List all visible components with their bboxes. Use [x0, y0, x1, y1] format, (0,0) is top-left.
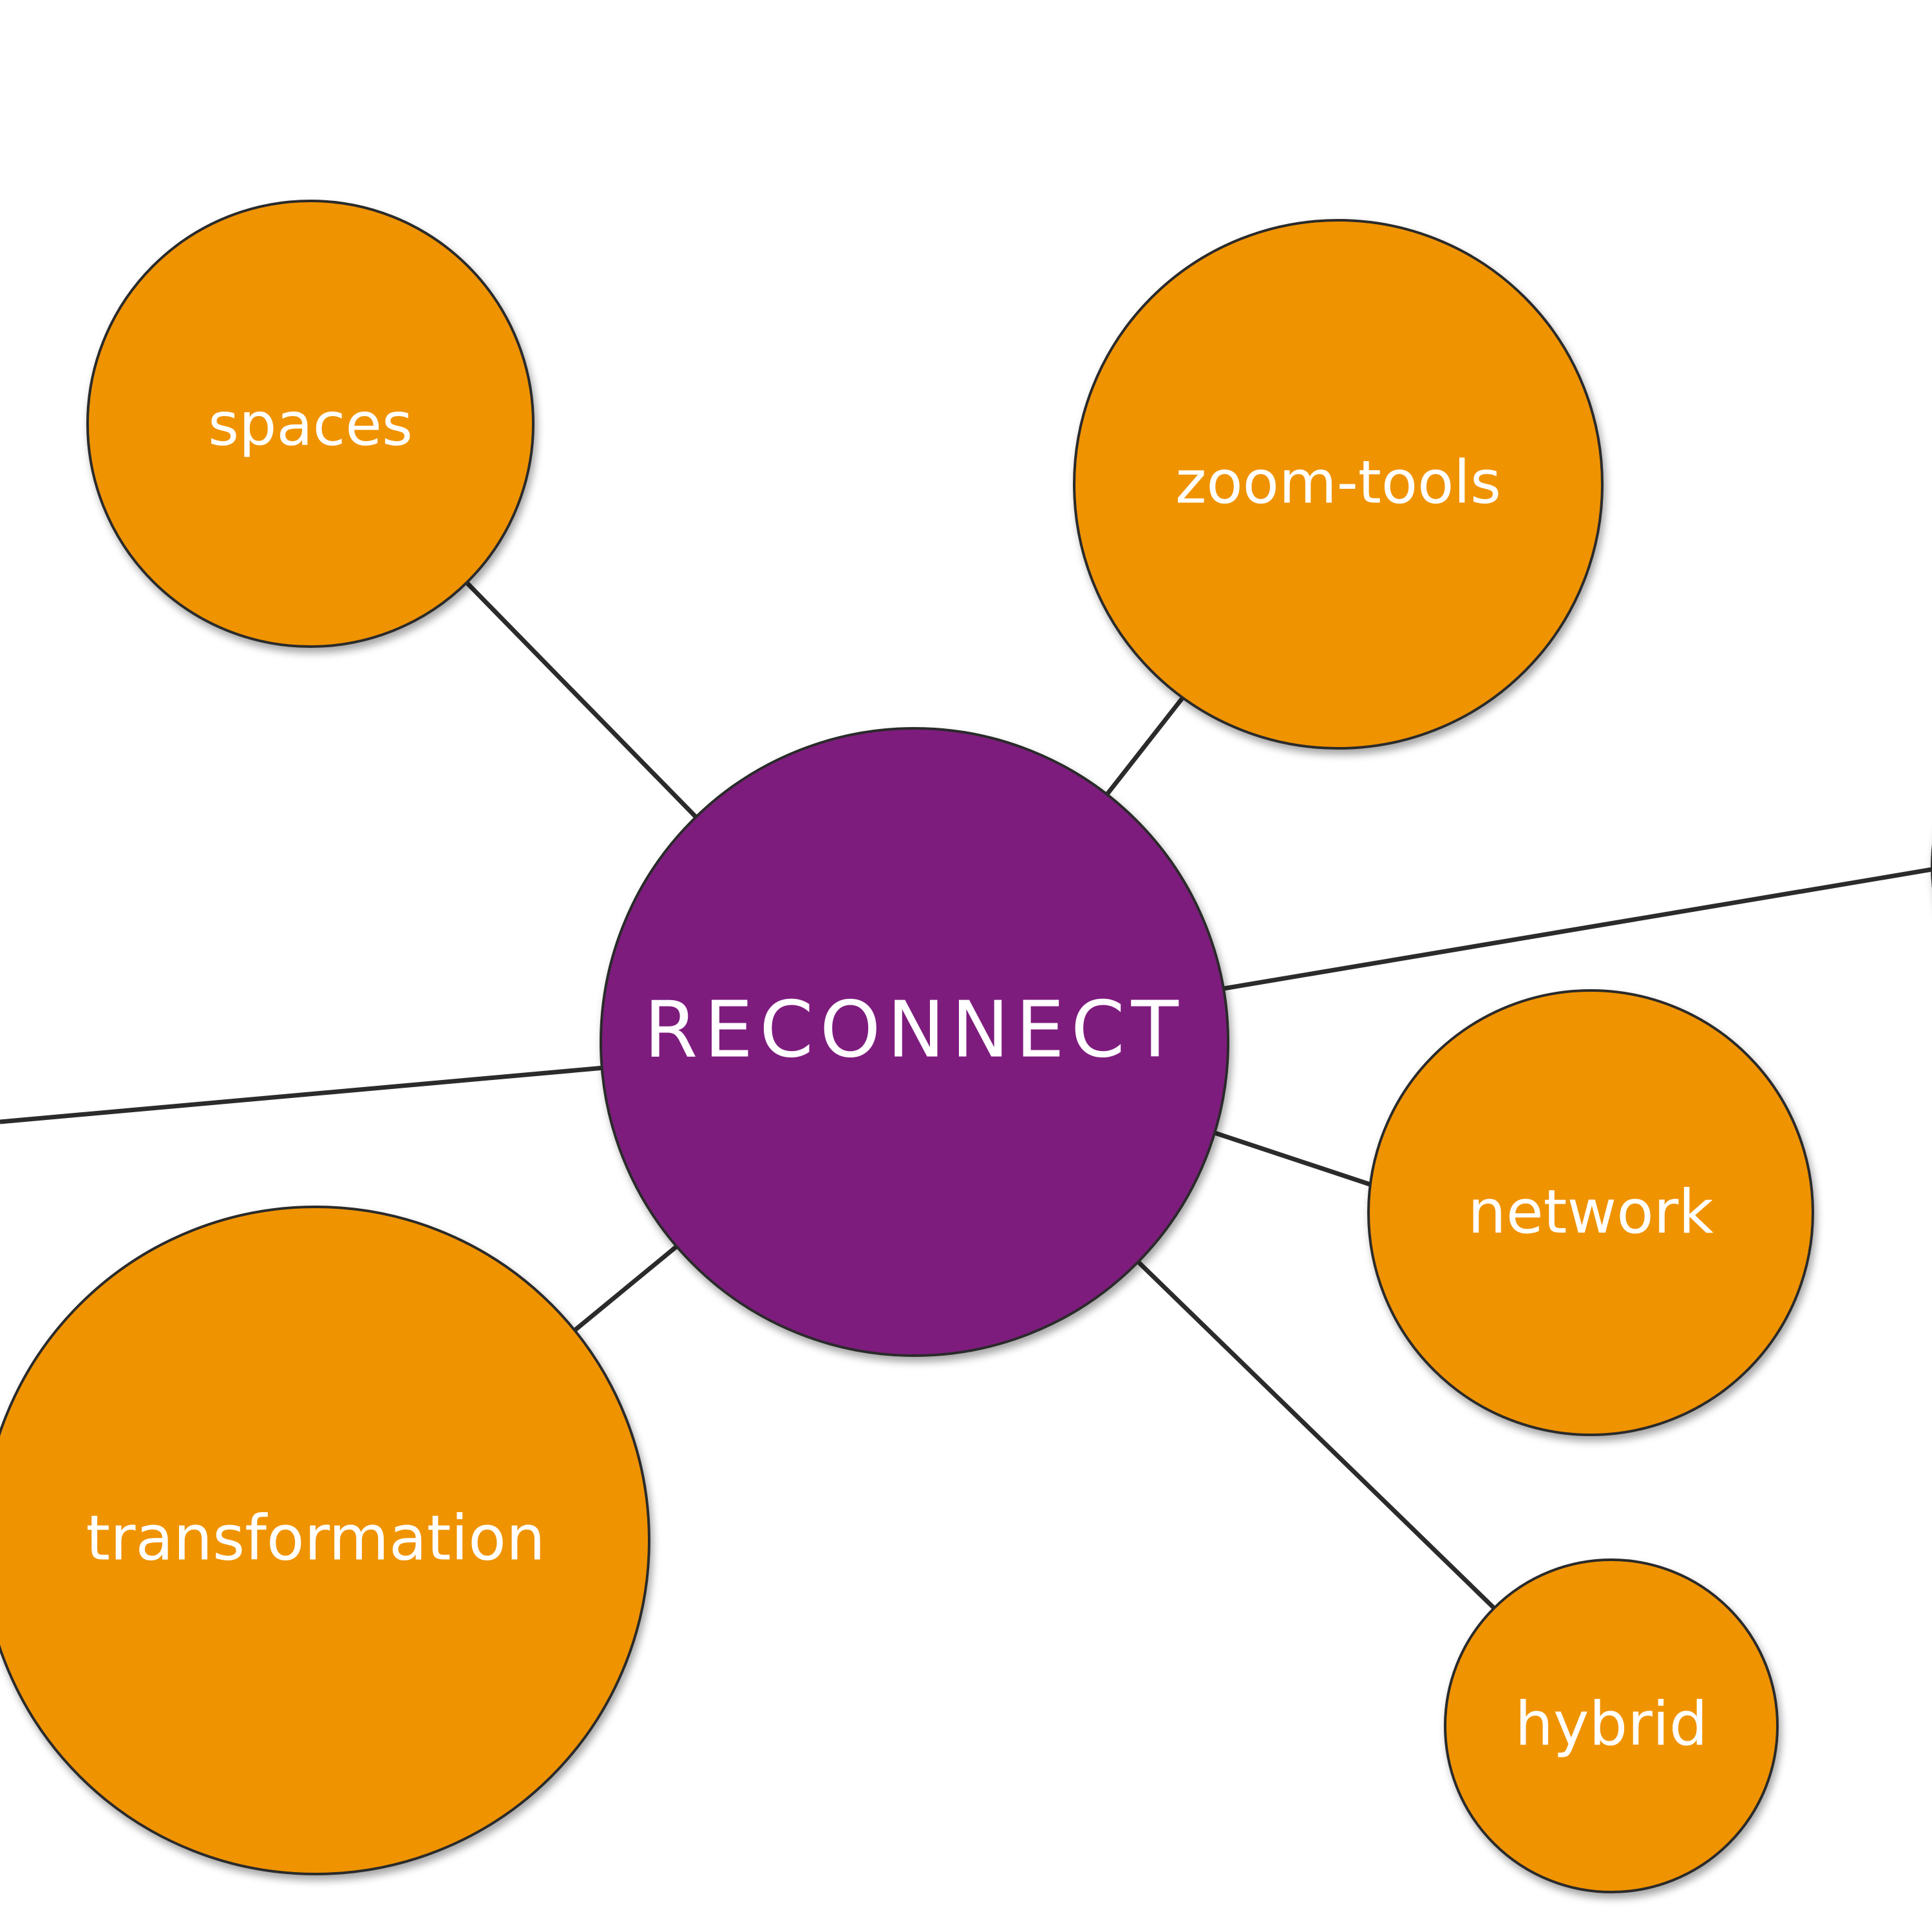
center-node-label: RECONNECT — [644, 986, 1185, 1075]
node-hybrid[interactable]: hybrid — [1444, 1558, 1779, 1893]
node-spaces-circle — [86, 200, 535, 648]
edge-network — [1211, 1130, 1373, 1188]
node-network[interactable]: network — [1367, 989, 1814, 1436]
center-node-circle — [600, 727, 1229, 1357]
edge-offscreen-right — [1223, 867, 1932, 991]
connector-lines — [0, 582, 1932, 1611]
node-network-label: network — [1468, 1177, 1714, 1247]
node-network-circle — [1367, 989, 1814, 1436]
node-transformation-circle — [0, 1206, 650, 1875]
node-transformation-label: transformation — [86, 1502, 545, 1574]
edge-hybrid — [1137, 1260, 1497, 1611]
node-spaces[interactable]: spaces — [86, 200, 535, 648]
node-zoom-tools-circle — [1073, 219, 1604, 750]
node-zoom-tools[interactable]: zoom-tools — [1073, 219, 1604, 750]
edge-transformation — [573, 1245, 678, 1332]
node-transformation[interactable]: transformation — [0, 1206, 650, 1875]
edge-zoom-tools — [1104, 696, 1184, 798]
node-zoom-tools-label: zoom-tools — [1175, 448, 1501, 516]
node-hybrid-label: hybrid — [1515, 1689, 1707, 1759]
center-node[interactable]: RECONNECT — [600, 727, 1229, 1357]
node-spaces-label: spaces — [208, 390, 413, 459]
edge-offscreen-left — [0, 1065, 605, 1124]
node-hybrid-circle — [1444, 1558, 1779, 1893]
edge-spaces — [466, 582, 697, 819]
